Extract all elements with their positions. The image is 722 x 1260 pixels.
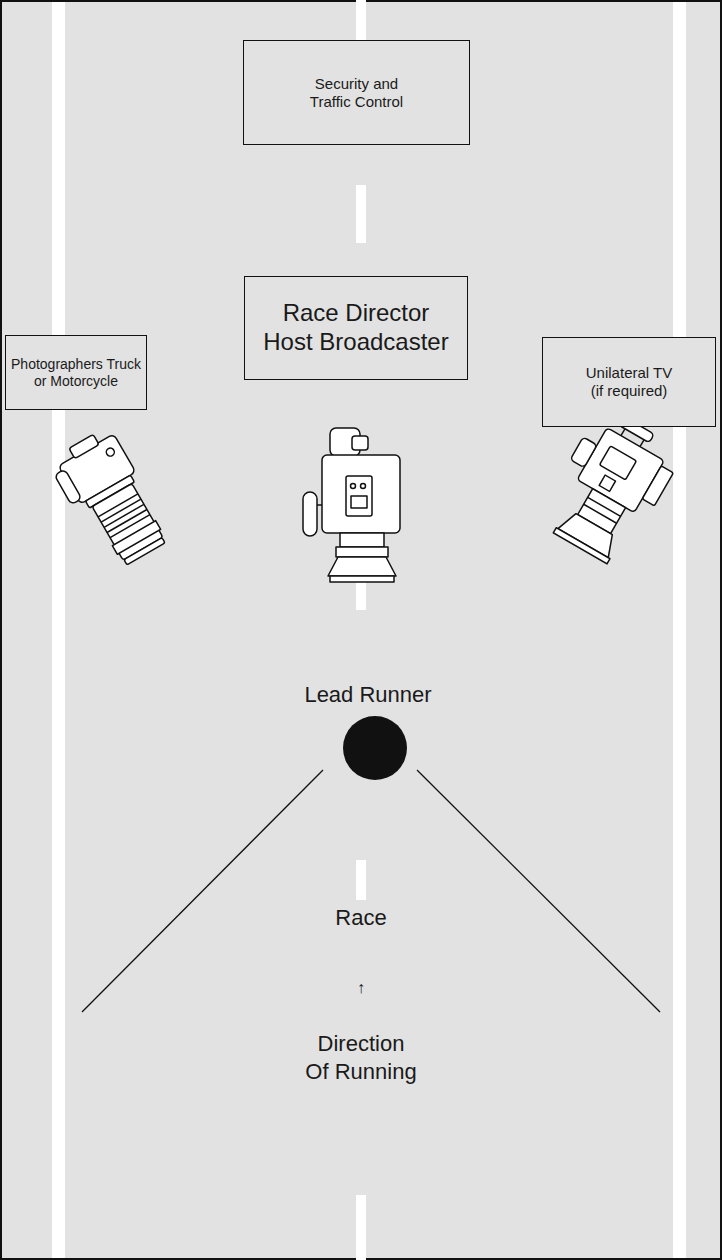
runner-dot (343, 716, 407, 780)
race-label: Race (301, 904, 421, 932)
node-text: Lead Runner (304, 682, 431, 708)
runner-node: Lead Runner (283, 682, 453, 782)
lane-edge-line (52, 2, 65, 1258)
node-text: Race Director (283, 299, 430, 328)
node-text: Photographers Truck or Motorcycle (7, 356, 145, 390)
node-text: Host Broadcaster (263, 328, 448, 357)
view-line (417, 770, 660, 1012)
node-text: Security and Traffic Control (299, 75, 414, 111)
photographer-box: Photographers Truck or Motorcycle (5, 335, 147, 410)
arrow-label: ↑ (341, 978, 381, 998)
lane-edge-line (673, 2, 686, 1258)
node-text: Unilateral TV (if required) (581, 364, 677, 400)
view-line (82, 770, 323, 1012)
photo-camera (46, 425, 173, 574)
security-box: Security and Traffic Control (243, 40, 470, 145)
direction-label: Direction Of Running (304, 1030, 418, 1085)
video-camera (534, 404, 685, 570)
unilateral-box: Unilateral TV (if required) (542, 337, 716, 427)
director-box: Race DirectorHost Broadcaster (244, 276, 468, 380)
broadcast-camera (303, 428, 400, 582)
